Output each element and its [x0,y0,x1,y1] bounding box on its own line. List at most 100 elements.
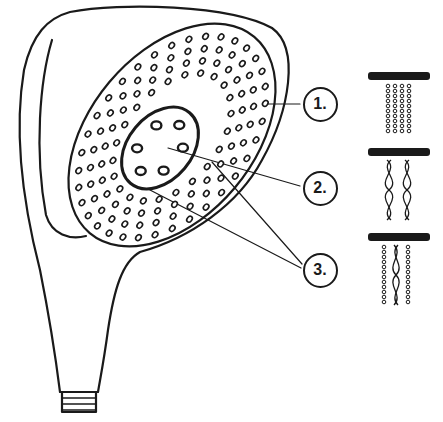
nozzle [91,195,99,203]
nozzle [226,94,234,102]
nozzle [107,109,115,117]
nozzle [105,229,113,237]
nozzle [119,233,127,241]
nozzle [152,219,160,227]
nozzle [227,110,235,118]
nozzle [235,124,243,132]
callout-circle: 2. [303,171,338,206]
nozzle [252,136,260,144]
spray-dot [406,290,410,294]
nozzle [223,127,231,135]
nozzle [84,212,92,220]
nozzle [138,209,146,217]
nozzle [215,46,223,54]
spray-dot [393,109,397,113]
nozzle [98,176,106,184]
nozzle [189,177,197,185]
nozzle [261,99,269,107]
nozzle [113,139,121,147]
nozzle [202,189,210,197]
nozzle [213,59,221,67]
nozzle [169,212,177,220]
spray-dot [406,255,410,259]
head-body [20,7,289,392]
nozzle [105,94,113,102]
nozzle [238,90,246,98]
spray-dot [386,99,390,103]
nozzle [151,51,159,59]
spray-dot [400,114,404,118]
nozzle [199,57,207,65]
nozzle [168,41,176,49]
center-nozzle [174,121,184,129]
nozzle [84,130,92,138]
spray-dot [382,295,386,299]
nozzle [155,195,163,203]
spray-dot [407,99,411,103]
spray-dot [407,109,411,113]
nozzle [217,33,225,41]
nozzle [261,82,269,90]
spray-dot [407,94,411,98]
spray-dot [382,280,386,284]
nozzle [186,202,194,210]
massage-spray-icon [385,160,410,220]
spray-dot [393,99,397,103]
nozzle [252,54,260,62]
spray-dot [406,265,410,269]
nozzle [171,200,179,208]
hose-connector [62,392,96,412]
mixed-spray-dots [382,245,410,304]
nozzle [202,32,210,40]
spray-dot [407,129,411,133]
spray-dot [386,84,390,88]
spray-dot [400,84,404,88]
spray-dot [400,99,404,103]
nozzle [220,81,228,89]
spray-dot [393,129,397,133]
nozzle [119,106,127,114]
callout-number: 3. [313,261,326,279]
spray-dot [406,285,410,289]
nozzle [119,92,127,100]
nozzle [238,60,246,68]
nozzle [246,120,254,128]
nozzle [103,190,111,198]
nozzle [151,231,159,239]
nozzle [181,71,189,79]
nozzle [197,69,205,77]
nozzle [101,142,109,150]
leader-line [150,190,301,268]
nozzle [98,160,106,168]
spray-dot [386,94,390,98]
nozzle [87,180,95,188]
nozzle [186,215,194,223]
spray-dot [382,270,386,274]
nozzle [203,176,211,184]
center-nozzle [132,144,142,152]
nozzle [203,163,211,171]
leader-line [168,148,300,186]
nozzle [217,174,225,182]
nozzle [258,117,266,125]
nozzle [97,127,105,135]
nozzle [228,51,236,59]
nozzle [202,203,210,211]
nozzle [217,160,225,168]
nozzle [184,47,192,55]
spray-dot [386,89,390,93]
spray-dot [386,129,390,133]
spray-dot [393,119,397,123]
callout-number: 2. [313,179,326,197]
nozzle [249,86,257,94]
nozzle [230,157,238,165]
nozzle [243,154,251,162]
spray-dot [386,124,390,128]
spray-dot [382,245,386,249]
nozzle [233,76,241,84]
spray-dot [382,275,386,279]
spray-dot [382,265,386,269]
nozzle [243,44,251,52]
spray-dot [382,300,386,304]
spray-dot [382,285,386,289]
